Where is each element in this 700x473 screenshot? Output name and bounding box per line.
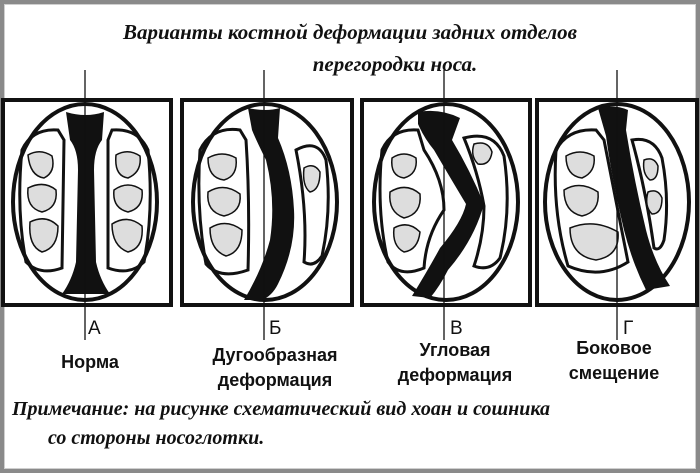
title-line-2: перегородки носа. xyxy=(312,52,478,76)
panel-b-right-choana xyxy=(294,144,330,266)
panel-c-left-choana xyxy=(378,128,446,274)
panel-a-label: Норма xyxy=(61,352,119,372)
panel-b-letter: Б xyxy=(269,318,282,339)
panel-d-septum xyxy=(598,106,670,291)
panel-d-letter: Г xyxy=(623,318,634,339)
panel-c-label: Угловая деформация xyxy=(397,340,513,385)
panel-b-drawing xyxy=(180,70,354,340)
title-line-1: Варианты костной деформации задних отдел… xyxy=(122,20,578,44)
panel-c-drawing xyxy=(360,70,532,340)
panel-a-box xyxy=(1,98,173,307)
panel-d-left-choana xyxy=(553,128,630,274)
panel-c-septum xyxy=(412,110,484,298)
panel-a-letter: А xyxy=(88,318,101,339)
panel-d-drawing xyxy=(535,70,699,340)
panel-c-oval xyxy=(372,102,520,302)
note-line-1: Примечание: на рисунке схематический вид… xyxy=(12,398,550,420)
panel-c-box xyxy=(360,98,532,307)
panel-b-box xyxy=(180,98,354,307)
panel-a-right-choana xyxy=(106,128,152,273)
panel-b-septum xyxy=(244,108,295,300)
panel-c-letter: В xyxy=(450,318,463,339)
panel-a-left-choana xyxy=(18,128,66,273)
note-line-2: со стороны носоглотки. xyxy=(48,427,265,449)
panel-b-oval xyxy=(191,102,339,302)
panel-b-left-choana xyxy=(197,127,251,276)
panel-b-label: Дугообразная деформация xyxy=(212,345,338,390)
panel-d-label: Боковое смещение xyxy=(568,338,660,383)
panel-c-right-choana xyxy=(461,134,509,270)
panel-a-drawing xyxy=(1,70,173,340)
panel-a-septum xyxy=(62,112,110,294)
